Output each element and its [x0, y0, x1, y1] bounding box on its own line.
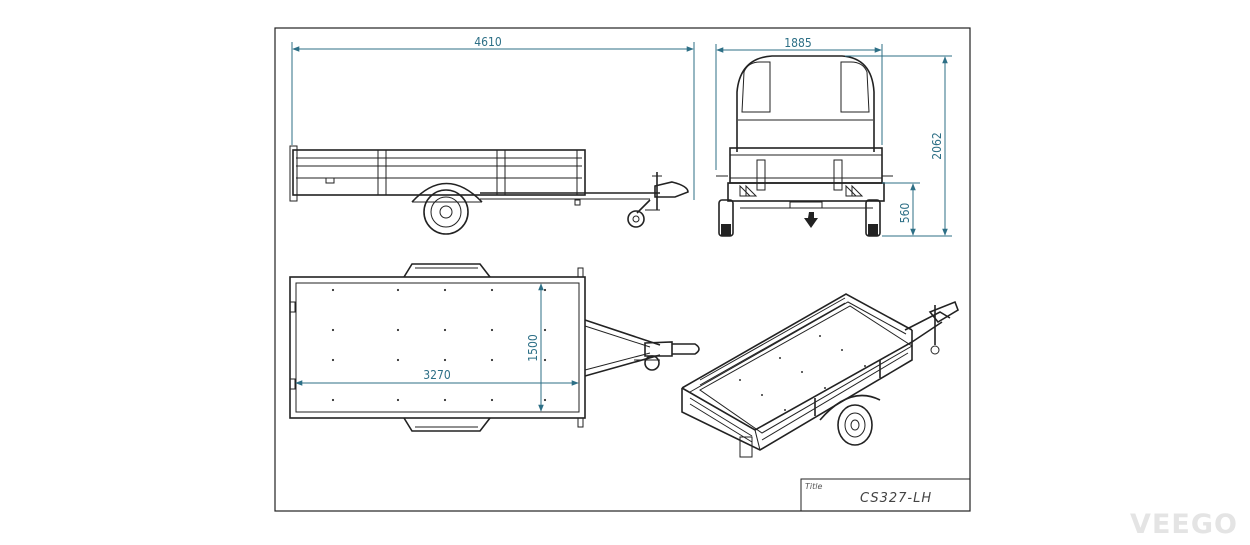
dimension-height-label: 2062	[930, 132, 944, 159]
dimension-bed-width-label: 1500	[526, 334, 540, 362]
side-view	[289, 145, 689, 235]
deck-bolts	[331, 288, 547, 402]
dimension-width-label: 1885	[784, 36, 811, 50]
dimension-width: 1885	[715, 36, 883, 170]
rear-view	[716, 55, 893, 237]
isometric-view	[681, 293, 959, 458]
dimension-height: 2062	[845, 55, 952, 237]
dimension-bed-length: 3270	[295, 368, 579, 386]
dimension-bed-height-label: 560	[898, 203, 912, 224]
dimension-bed-width: 1500	[526, 283, 544, 412]
watermark-logo: VEEGO	[1130, 509, 1238, 540]
top-view	[289, 263, 700, 432]
title-block-label: Title	[805, 482, 822, 491]
title-block-code: CS327-LH	[860, 491, 932, 506]
dimension-bed-height: 560	[882, 182, 920, 236]
title-block: Title CS327-LH	[800, 478, 971, 512]
dimension-length: 4610	[291, 35, 695, 200]
drawing-border	[274, 27, 971, 512]
dimension-bed-length-label: 3270	[423, 368, 451, 382]
dimension-length-label: 4610	[474, 35, 502, 49]
